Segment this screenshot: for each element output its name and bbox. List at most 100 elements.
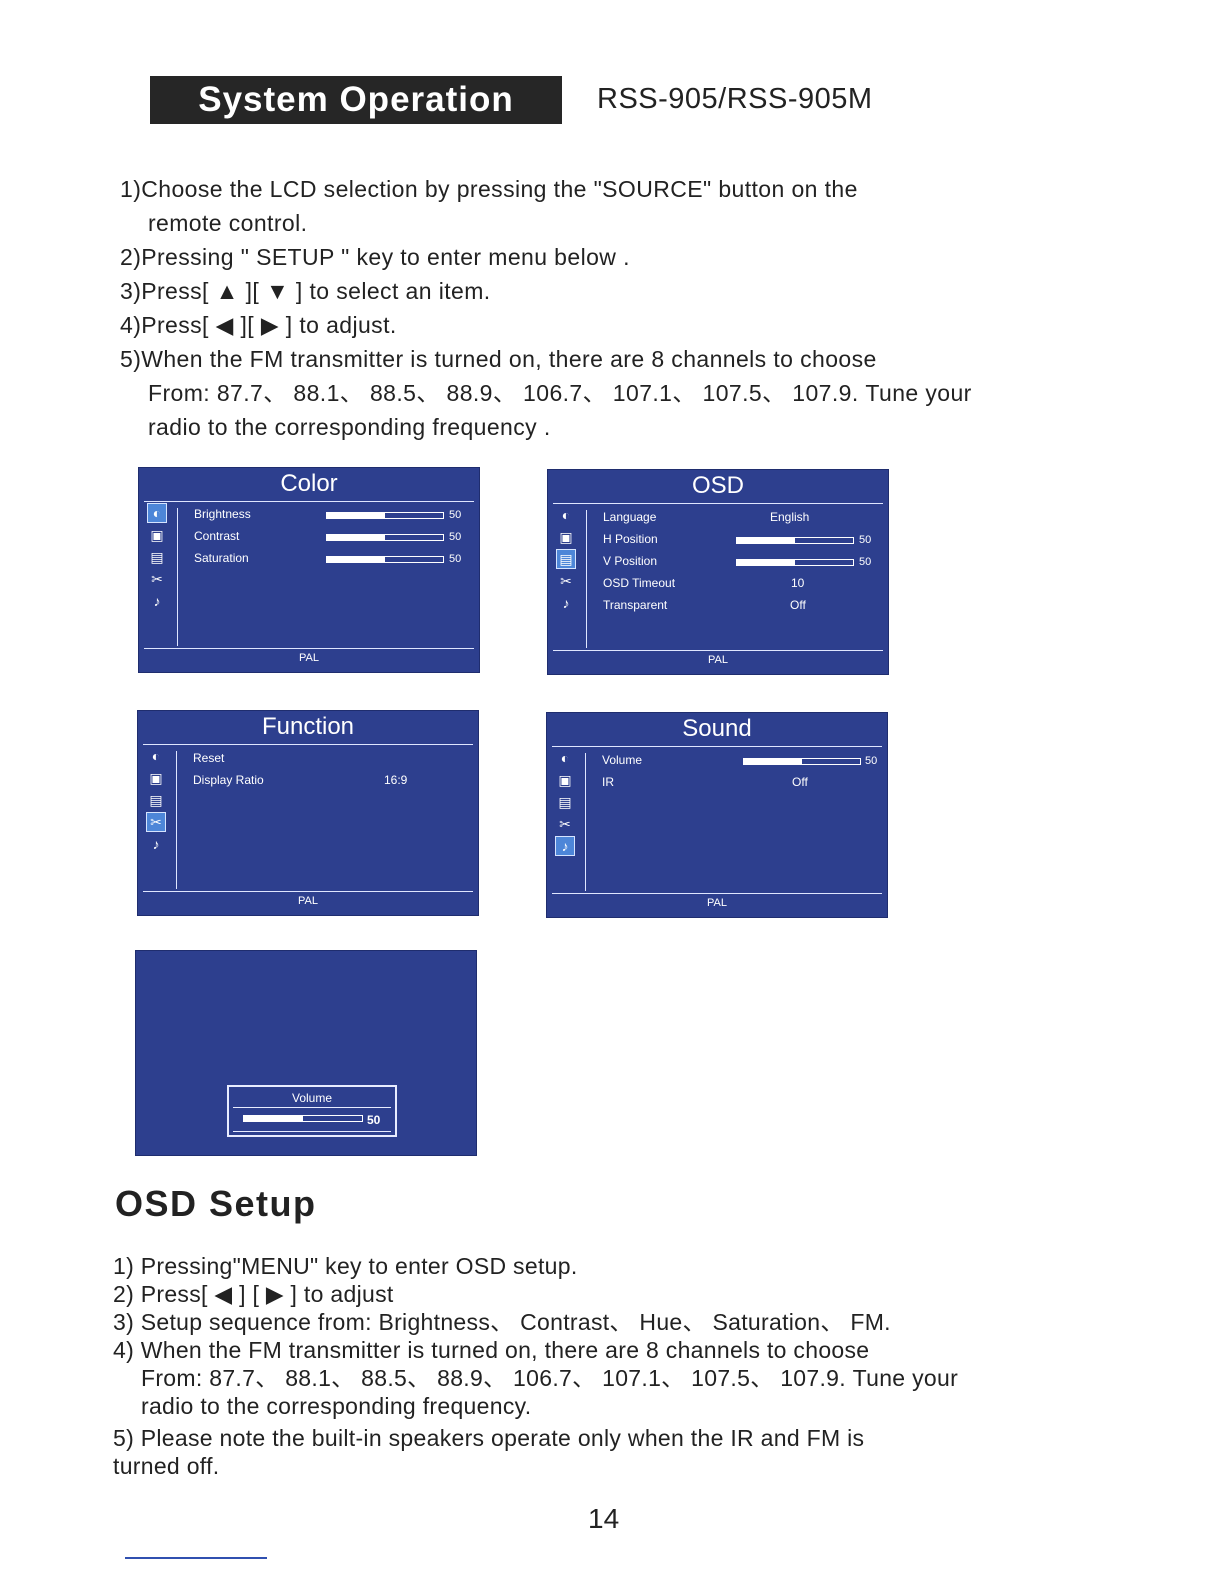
osd-setup-steps: 1) Pressing"MENU" key to enter OSD setup… <box>113 1252 1113 1480</box>
instruction-steps: 1)Choose the LCD selection by pressing t… <box>120 172 1080 444</box>
divider <box>233 1107 391 1108</box>
divider <box>176 751 177 889</box>
sound-icon[interactable]: ♪ <box>555 836 575 856</box>
color-icon[interactable]: ◐ <box>561 507 571 523</box>
sound-icon[interactable]: ♪ <box>152 836 160 852</box>
row-label: Transparent <box>603 598 668 612</box>
menu-row-osd-timeout[interactable]: OSD Timeout 10 <box>603 573 878 593</box>
osd-icon[interactable]: ▤ <box>149 792 163 808</box>
menu-row-language[interactable]: Language English <box>603 507 878 527</box>
slider-fill <box>244 1116 303 1121</box>
divider <box>177 508 178 646</box>
row-value: Off <box>792 775 808 789</box>
volume-slider[interactable] <box>743 758 861 765</box>
osd-setup-heading: OSD Setup <box>115 1183 317 1224</box>
divider <box>552 893 882 894</box>
divider <box>553 503 883 504</box>
step-1-cont: remote control. <box>148 210 308 236</box>
row-value: 50 <box>449 553 462 565</box>
brightness-slider[interactable] <box>326 512 444 519</box>
sound-icon[interactable]: ♪ <box>153 593 161 609</box>
row-label: Reset <box>193 751 225 765</box>
color-icon[interactable]: ◐ <box>560 750 570 766</box>
row-label: Contrast <box>194 529 240 543</box>
row-label: Display Ratio <box>193 773 264 787</box>
row-label: Language <box>603 510 657 524</box>
color-icon[interactable]: ◐ <box>151 748 161 764</box>
osd-icon[interactable]: ▤ <box>558 794 572 810</box>
volume-popup-value: 50 <box>367 1113 381 1127</box>
signal-mode-label: PAL <box>708 654 728 666</box>
function-icon[interactable]: ✂ <box>559 816 571 832</box>
osd-step-4-frequencies: From: 87.7、 88.1、 88.5、 88.9、 106.7、 107… <box>141 1365 959 1391</box>
volume-popup-label: Volume <box>291 1091 333 1105</box>
step-2: 2)Pressing " SETUP " key to enter menu b… <box>120 244 630 270</box>
sound-menu-screen: Sound ◐ ▣ ▤ ✂ ♪ Volume 50 IR Off PAL <box>546 712 888 918</box>
row-label: Brightness <box>194 507 251 521</box>
menu-row-reset[interactable]: Reset <box>193 748 468 768</box>
slider-fill <box>327 513 385 518</box>
volume-popup-slider[interactable] <box>243 1115 363 1122</box>
osd-step-2: 2) Press[ ◀ ] [ ▶ ] to adjust <box>113 1281 394 1307</box>
menu-row-transparent[interactable]: Transparent Off <box>603 595 878 615</box>
osd-step-5: 5) Please note the built-in speakers ope… <box>113 1425 865 1451</box>
menu-row-h-position[interactable]: H Position 50 <box>603 529 878 549</box>
v-position-slider[interactable] <box>736 559 854 566</box>
page-number: 14 <box>588 1503 620 1534</box>
signal-mode-label: PAL <box>298 895 318 907</box>
row-label: Volume <box>602 753 643 767</box>
divider <box>233 1131 391 1132</box>
menu-icon-bar: ◐ ▣ ▤ ✂ ♪ <box>146 747 169 857</box>
slider-fill <box>327 535 385 540</box>
signal-mode-label: PAL <box>707 897 727 909</box>
menu-title: Sound <box>682 715 752 742</box>
row-value: 50 <box>859 534 872 546</box>
display-icon[interactable]: ▣ <box>558 772 572 788</box>
saturation-slider[interactable] <box>326 556 444 563</box>
display-icon[interactable]: ▣ <box>559 529 573 545</box>
row-label: Saturation <box>194 551 249 565</box>
display-icon[interactable]: ▣ <box>150 527 164 543</box>
menu-row-volume[interactable]: Volume 50 <box>602 750 877 770</box>
volume-popup[interactable]: Volume 50 <box>227 1085 397 1137</box>
divider <box>143 744 473 745</box>
menu-icon-bar: ◐ ▣ ▤ ✂ ♪ <box>555 749 578 859</box>
menu-row-brightness[interactable]: Brightness 50 <box>194 504 469 524</box>
step-3: 3)Press[ ▲ ][ ▼ ] to select an item. <box>120 278 491 304</box>
osd-step-1: 1) Pressing"MENU" key to enter OSD setup… <box>113 1253 578 1279</box>
slider-fill <box>737 560 795 565</box>
row-value: 16:9 <box>384 773 408 787</box>
color-menu-screen: Color ◐ ▣ ▤ ✂ ♪ Brightness 50 Contrast 5… <box>138 467 480 673</box>
row-label: OSD Timeout <box>603 576 676 590</box>
divider <box>553 650 883 651</box>
menu-title: Color <box>280 470 338 497</box>
menu-row-display-ratio[interactable]: Display Ratio 16:9 <box>193 770 468 790</box>
step-5-frequencies: From: 87.7、 88.1、 88.5、 88.9、 106.7、 107… <box>148 380 972 406</box>
osd-icon[interactable]: ▤ <box>556 549 576 569</box>
menu-row-saturation[interactable]: Saturation 50 <box>194 548 469 568</box>
color-icon[interactable]: ◐ <box>147 503 167 523</box>
contrast-slider[interactable] <box>326 534 444 541</box>
function-icon[interactable]: ✂ <box>151 571 163 587</box>
menu-row-contrast[interactable]: Contrast 50 <box>194 526 469 546</box>
display-icon[interactable]: ▣ <box>149 770 163 786</box>
model-number: RSS-905/RSS-905M <box>597 83 873 115</box>
function-icon[interactable]: ✂ <box>146 812 166 832</box>
menu-row-ir[interactable]: IR Off <box>602 772 877 792</box>
divider <box>143 891 473 892</box>
divider <box>585 753 586 891</box>
slider-fill <box>737 538 795 543</box>
footer-rule <box>125 1557 267 1559</box>
slider-fill <box>744 759 802 764</box>
h-position-slider[interactable] <box>736 537 854 544</box>
row-value: 10 <box>791 576 805 590</box>
sound-icon[interactable]: ♪ <box>562 595 570 611</box>
function-icon[interactable]: ✂ <box>560 573 572 589</box>
row-value: 50 <box>865 755 878 767</box>
divider <box>144 501 474 502</box>
osd-step-5-cont: turned off. <box>113 1453 220 1479</box>
function-menu-screen: Function ◐ ▣ ▤ ✂ ♪ Reset Display Ratio 1… <box>137 710 479 916</box>
menu-row-v-position[interactable]: V Position 50 <box>603 551 878 571</box>
row-value: 50 <box>449 531 462 543</box>
osd-icon[interactable]: ▤ <box>150 549 164 565</box>
